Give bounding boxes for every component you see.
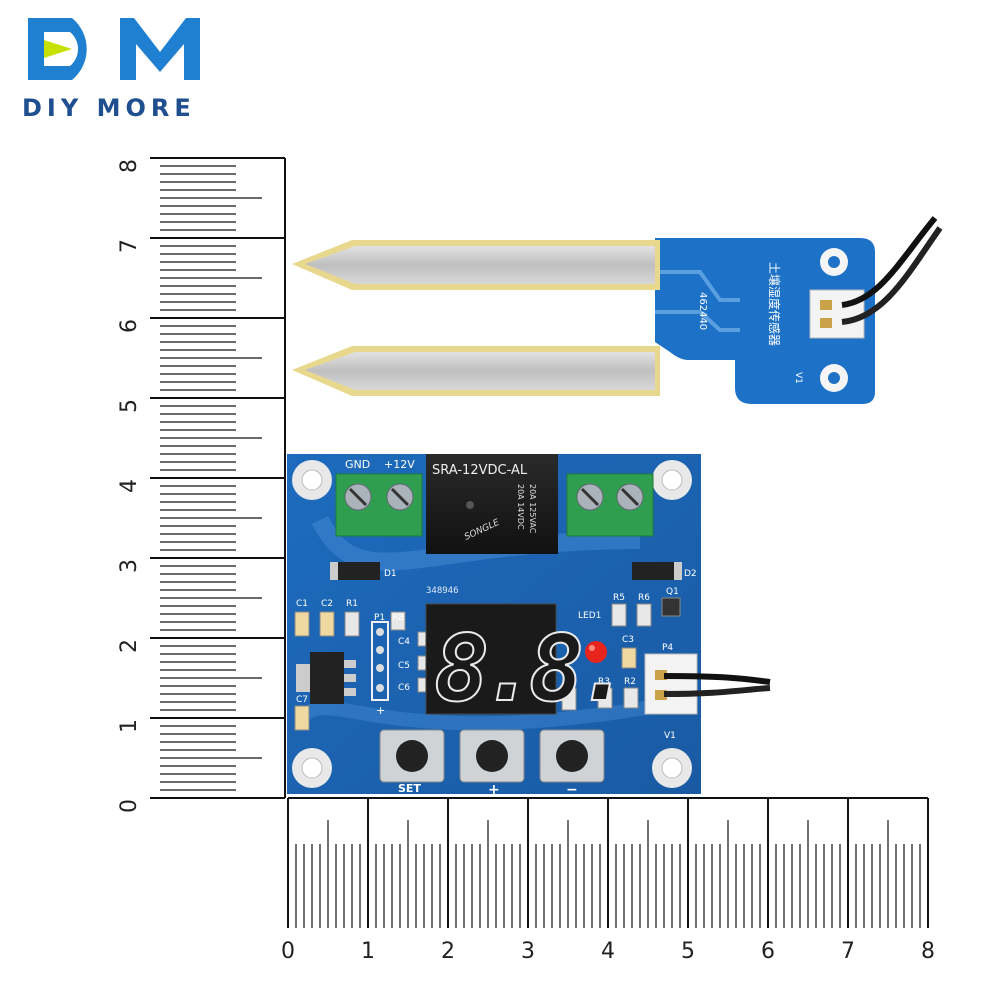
relay-model-label: SRA-12VDC-AL — [432, 463, 528, 478]
ruler-label: 7 — [841, 939, 855, 964]
smd-components — [294, 597, 681, 731]
silk-component-labels: C1 C2 R1 P1 R8 C4 C5 C6 C7 R5 R6 Q1 LED1… — [296, 587, 679, 741]
relay: SRA-12VDC-AL 20A 125VAC 20A 14VDC SONGLE — [426, 454, 558, 554]
silk-d2: D2 — [684, 569, 697, 579]
probe-prong-bottom — [292, 346, 660, 396]
probe-silk-version: V1 — [793, 372, 803, 384]
ruler-label: 8 — [117, 159, 142, 173]
voltage-regulator — [296, 652, 356, 704]
terminal-gnd-label: GND — [345, 458, 370, 471]
logo-mark-icon — [28, 18, 200, 80]
svg-text:R6: R6 — [638, 593, 650, 603]
svg-text:C7: C7 — [296, 695, 308, 705]
set-button-label: SET — [398, 782, 421, 795]
relay-rating-1: 20A 125VAC — [528, 484, 537, 534]
ruler-label: 2 — [441, 939, 455, 964]
ruler-label: 4 — [601, 939, 615, 964]
terminal-12v-label: +12V — [384, 458, 415, 471]
svg-text:C1: C1 — [296, 599, 308, 609]
sensor-connector-p4 — [644, 653, 771, 715]
ruler-label: 7 — [117, 239, 142, 253]
diode-d2 — [632, 562, 682, 580]
svg-text:R8: R8 — [392, 613, 404, 623]
probe-connector — [809, 289, 865, 339]
seven-segment-display: 8.8. — [425, 603, 633, 723]
svg-text:C4: C4 — [398, 637, 410, 647]
svg-text:P4: P4 — [662, 643, 673, 653]
svg-text:R9: R9 — [562, 677, 574, 687]
terminal-block-power — [335, 473, 423, 537]
minus-button-label: − — [566, 782, 578, 798]
ruler-label: 2 — [117, 639, 142, 653]
probe-silk-code: 462440 — [697, 292, 708, 330]
display-digits: 8.8. — [434, 615, 624, 722]
ruler-label: 5 — [681, 939, 695, 964]
svg-text:Q1: Q1 — [666, 587, 679, 597]
soil-moisture-probe: 462440 土壤湿度传感器 V1 — [292, 216, 943, 404]
ruler-label: 1 — [117, 719, 142, 733]
set-button[interactable]: SET — [379, 729, 445, 795]
minus-button[interactable]: − — [539, 729, 605, 798]
ruler-label: 3 — [117, 559, 142, 573]
plus-button-label: + — [488, 782, 500, 798]
ruler-label: 6 — [761, 939, 775, 964]
pin-header-p1 — [371, 621, 389, 701]
svg-text:R3: R3 — [598, 677, 610, 687]
svg-text:C2: C2 — [321, 599, 333, 609]
svg-text:P1: P1 — [374, 613, 385, 623]
ruler-label: 0 — [117, 799, 142, 813]
logo-brand-text: DIY MORE — [22, 94, 196, 122]
terminal-block-load — [566, 473, 654, 537]
ruler-label: 1 — [361, 939, 375, 964]
svg-text:R5: R5 — [613, 593, 625, 603]
board-serial: 348946 — [426, 586, 459, 596]
svg-text:R2: R2 — [624, 677, 636, 687]
ruler-label: 3 — [521, 939, 535, 964]
board-mounting-holes — [292, 460, 692, 788]
ruler-label: 4 — [117, 479, 142, 493]
brand-logo: DIY MORE — [22, 18, 200, 122]
relay-rating-2: 20A 14VDC — [516, 484, 525, 530]
plus-button[interactable]: + — [459, 729, 525, 798]
svg-text:C3: C3 — [622, 635, 634, 645]
diode-d1 — [330, 562, 380, 580]
ruler-label: 8 — [921, 939, 935, 964]
ruler-label: 5 — [117, 399, 142, 413]
probe-prong-top — [292, 240, 660, 290]
measuring-rulers: 0 1 2 3 4 5 6 7 8 0 1 2 3 4 5 6 7 8 — [117, 157, 935, 964]
svg-text:C5: C5 — [398, 661, 410, 671]
ruler-label: 0 — [281, 939, 295, 964]
svg-text:R1: R1 — [346, 599, 358, 609]
svg-text:LED1: LED1 — [578, 611, 601, 621]
svg-text:C6: C6 — [398, 683, 410, 693]
probe-silk-name: 土壤湿度传感器 — [767, 262, 782, 346]
silk-d1: D1 — [384, 569, 397, 579]
controller-board: GND +12V SRA-12VDC-AL 20A 125VAC 20A 14V… — [287, 454, 771, 798]
svg-text:+: + — [376, 704, 385, 717]
probe-cable — [841, 216, 938, 308]
status-led — [585, 641, 607, 663]
ruler-label: 6 — [117, 319, 142, 333]
probe-pcb — [655, 238, 875, 404]
svg-text:V1: V1 — [664, 731, 676, 741]
